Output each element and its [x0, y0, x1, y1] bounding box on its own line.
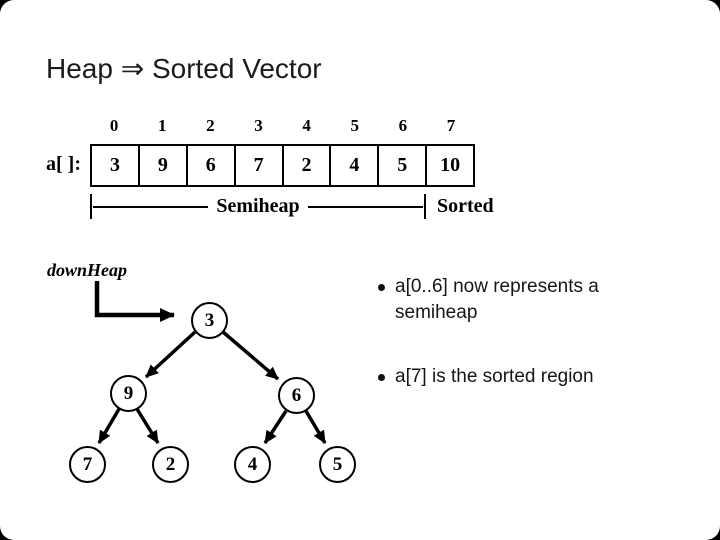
array-cell: 10 [440, 154, 461, 176]
array-cell: 7 [236, 146, 284, 185]
edge-9-7 [97, 408, 121, 444]
brace-left-tick [90, 194, 92, 219]
array-cells: 3 9 6 7 2 4 5 10 [90, 144, 475, 187]
array-index: 6 [398, 116, 408, 135]
array-cell: 2 [284, 146, 332, 185]
array-index: 0 [109, 116, 119, 135]
array-cell: 9 [140, 146, 188, 185]
array-name-label: a[ ]: [46, 153, 81, 175]
array-index: 5 [350, 116, 359, 135]
tree-node: 5 [319, 446, 356, 483]
array-cell: 3 [92, 146, 140, 185]
bullet-text: a[7] is the sorted region [395, 366, 594, 387]
tree-node: 2 [152, 446, 189, 483]
edge-6-4 [263, 410, 288, 444]
array-cell: 5 [379, 146, 428, 185]
sorted-label: Sorted [437, 195, 494, 217]
downheap-elbow-arrow [94, 281, 175, 322]
tree-node: 6 [278, 377, 315, 414]
edge-9-2 [135, 408, 160, 444]
edge-3-6 [221, 330, 280, 381]
array-index: 7 [446, 116, 456, 135]
brace-right-tick [424, 194, 426, 219]
edge-3-9 [144, 330, 197, 379]
array-index: 2 [206, 116, 215, 135]
array-index: 1 [157, 116, 167, 135]
array-cell: 4 [331, 146, 380, 185]
semiheap-label: Semiheap [216, 195, 300, 217]
semiheap-extent-brace: Semiheap [90, 194, 426, 219]
downheap-label: downHeap [47, 260, 128, 280]
array-cell: 6 [188, 146, 236, 185]
tree-node: 9 [110, 375, 147, 412]
tree-node: 7 [69, 446, 106, 483]
array-index-row: 0 1 2 3 4 5 6 7 [90, 116, 475, 136]
slide-title: Heap ⇒ Sorted Vector [46, 53, 322, 84]
bullet-icon [378, 284, 385, 291]
tree-node-root: 3 [191, 302, 228, 339]
bullet-text: a[0..6] now represents a semiheap [395, 276, 599, 323]
bullet-item: a[7] is the sorted region [378, 364, 678, 390]
array-index: 4 [302, 116, 311, 135]
array-index: 3 [254, 116, 263, 135]
bullet-icon [378, 374, 385, 381]
bullet-item: a[0..6] now represents a semiheap [378, 274, 678, 326]
brace-line [93, 205, 209, 208]
tree-node: 4 [234, 446, 271, 483]
edge-6-5 [304, 410, 327, 444]
brace-line [307, 205, 423, 208]
